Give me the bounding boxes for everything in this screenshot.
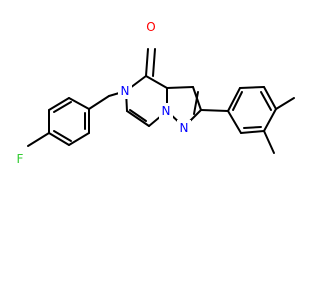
pyrazinone-ring — [125, 48, 168, 127]
ring-nitrogen-atom-label: N — [121, 84, 130, 98]
nitrogen-label-background — [118, 83, 132, 99]
fluorine-label-background — [13, 151, 27, 167]
structure-canvas: O N N N F — [13, 19, 295, 167]
bridgehead-nitrogen-atom-label: N — [162, 104, 171, 118]
chemical-structure-drawing: O N N N F — [13, 19, 295, 167]
dimethylphenyl-ring — [227, 86, 277, 134]
bridgehead-nitrogen-label-background — [159, 103, 173, 119]
pyrazole-nitrogen-atom-label: N — [180, 121, 189, 135]
oxygen-label-background — [144, 19, 158, 35]
oxygen-atom-label: O — [146, 20, 155, 34]
fluorine-atom-label: F — [17, 152, 24, 166]
fluoro-substituent-bond — [27, 132, 50, 147]
methyl-substituents — [263, 97, 295, 154]
aryl-linker-bond — [200, 109, 229, 112]
fluorophenyl-ring — [48, 97, 90, 146]
pyrazole-nitrogen-label-background — [177, 120, 191, 136]
